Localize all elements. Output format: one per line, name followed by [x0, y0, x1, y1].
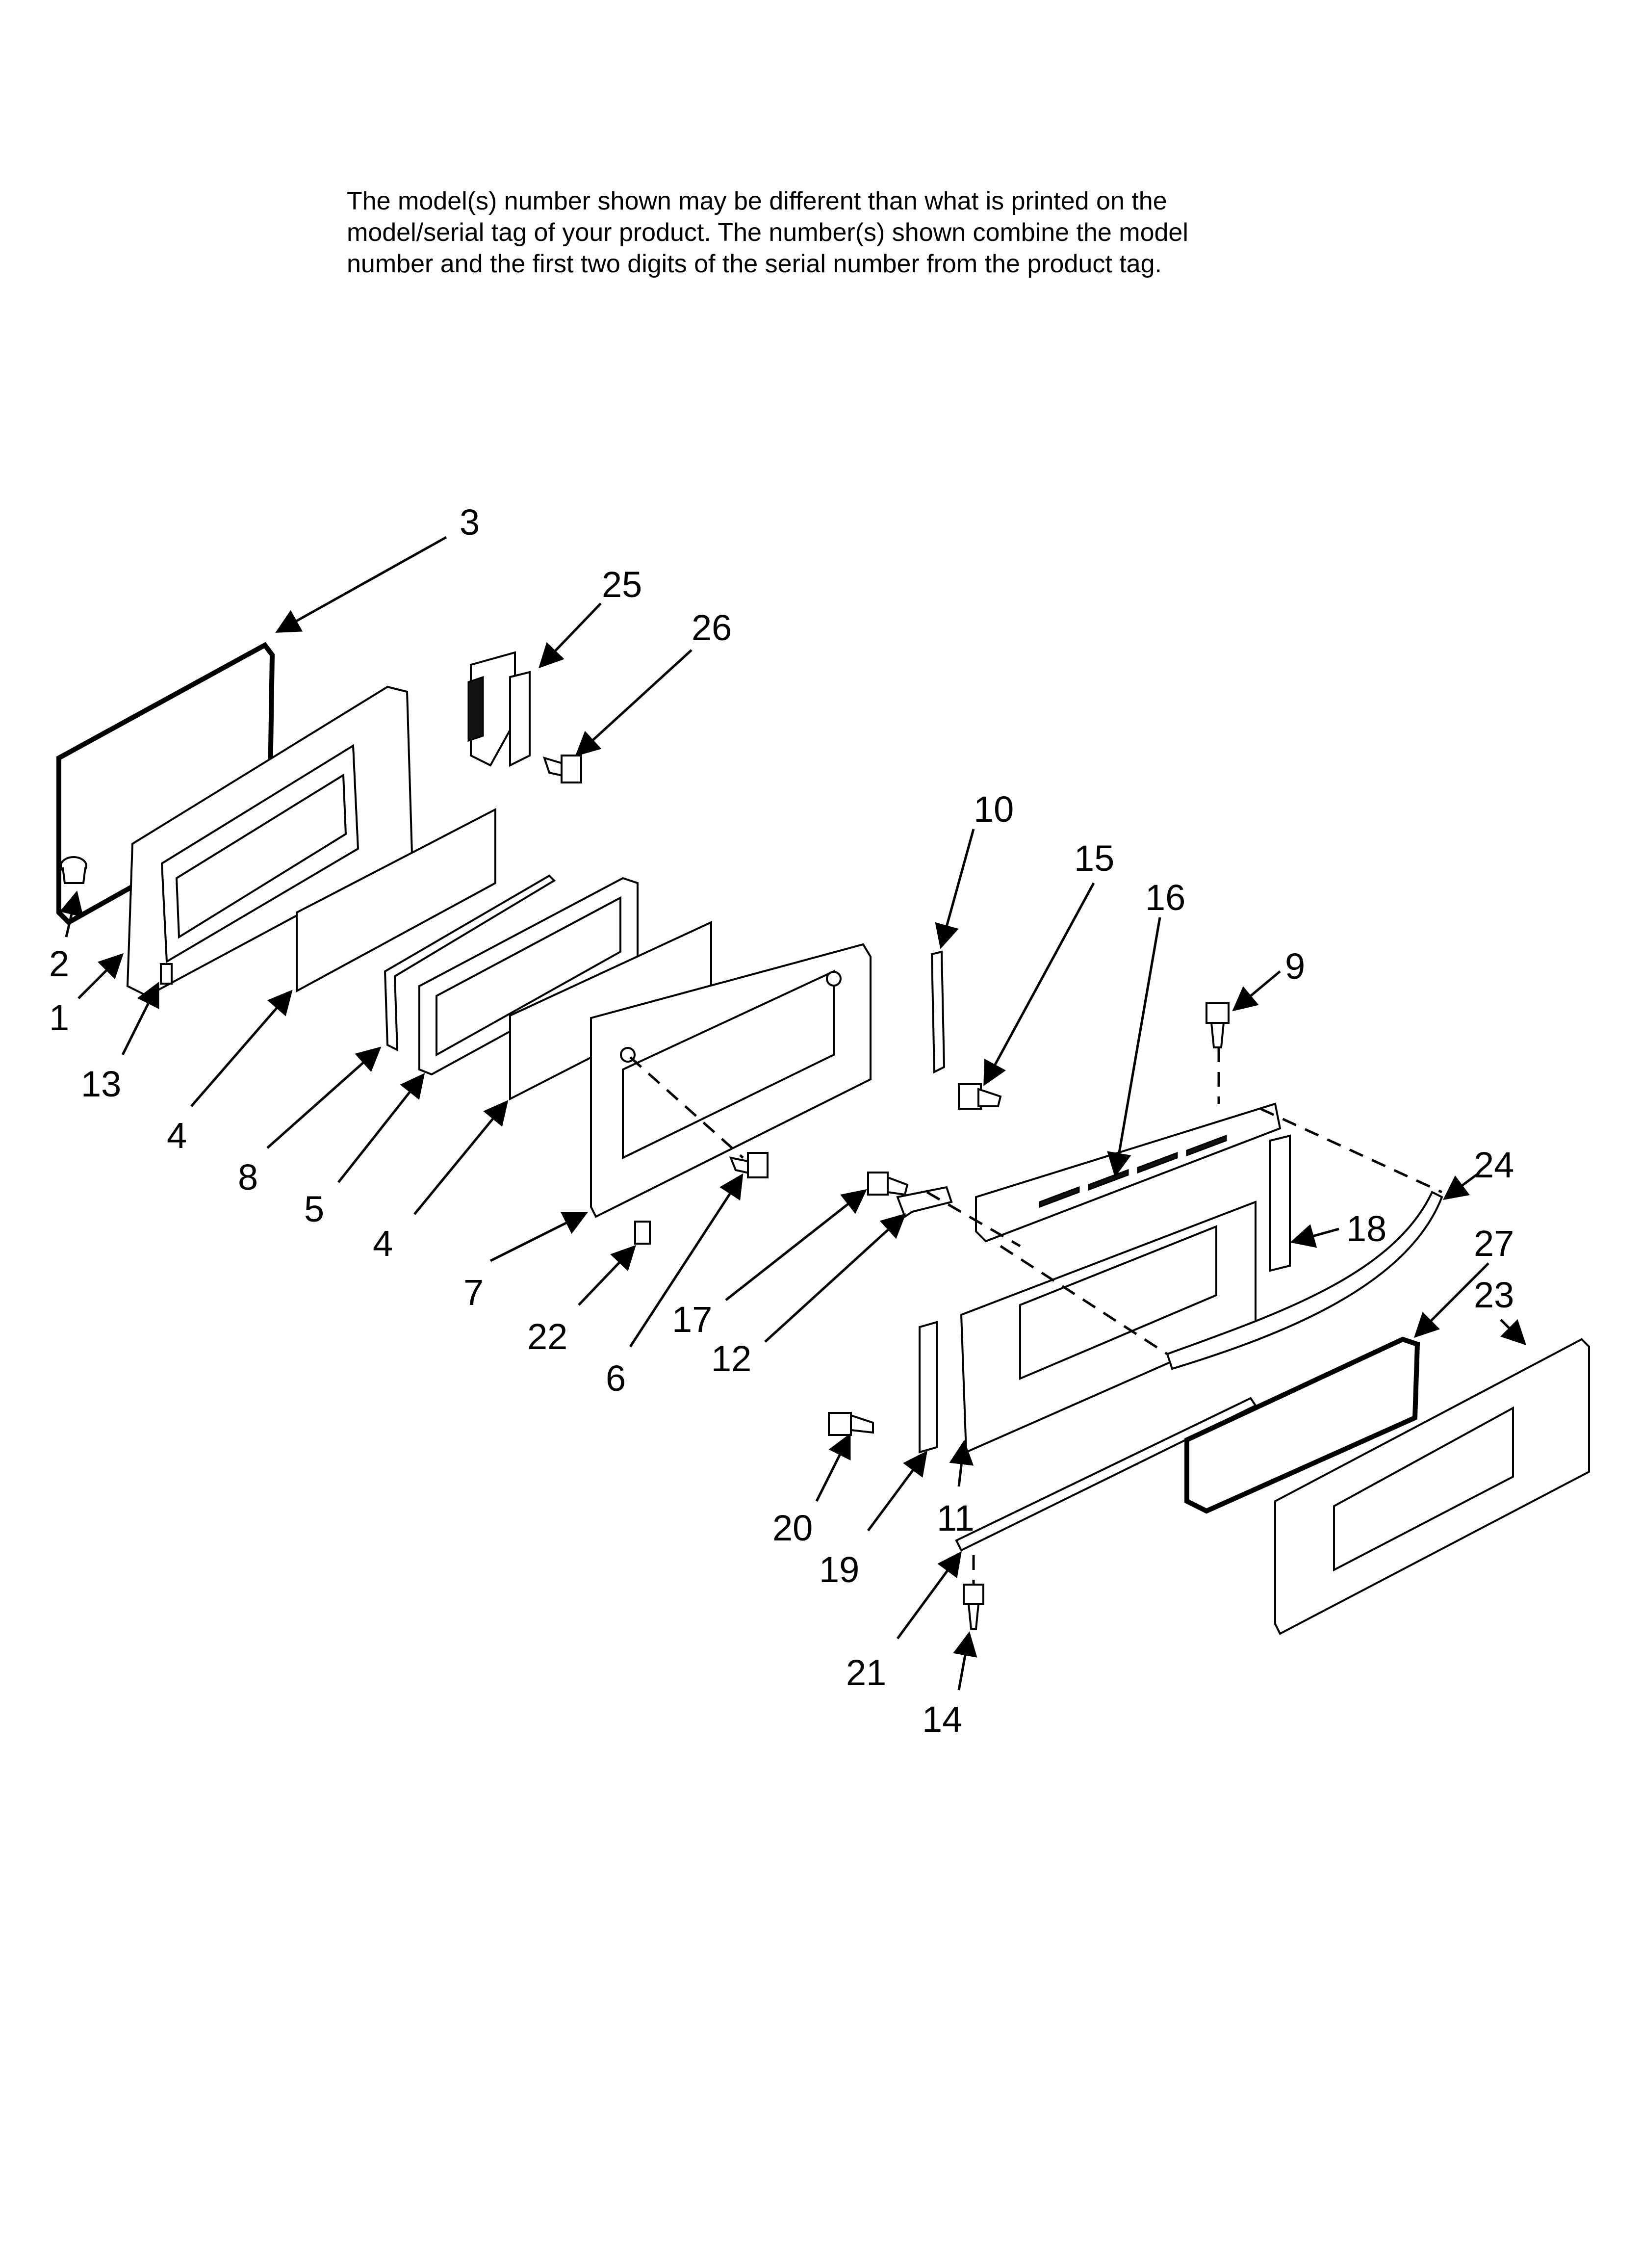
side-rail-part-19: [919, 1321, 938, 1454]
callout-20: 20: [772, 1508, 813, 1548]
callout-8: 8: [238, 1157, 258, 1198]
screw-part-6: [729, 1152, 769, 1178]
callout-5: 5: [304, 1189, 324, 1229]
glass-panel-part-4: [296, 808, 496, 993]
note-line-2: model/serial tag of your product. The nu…: [347, 218, 1188, 247]
screw-part-15: [958, 1083, 1002, 1110]
handle-part-24: [1166, 1191, 1443, 1370]
spacer-part-8: [384, 874, 556, 1052]
callout-25: 25: [602, 564, 642, 605]
callout-21: 21: [846, 1652, 886, 1693]
screw-part-26: [542, 755, 582, 783]
callout-9: 9: [1285, 946, 1305, 987]
model-number-note: The model(s) number shown may be differe…: [347, 185, 1352, 280]
drawer-panel-part-11: [960, 1200, 1257, 1454]
callout-18: 18: [1346, 1208, 1386, 1249]
callout-19: 19: [819, 1549, 859, 1590]
callout-3: 3: [460, 502, 480, 543]
clip-part-22: [634, 1221, 651, 1245]
callout-27: 27: [1474, 1223, 1514, 1264]
note-line-1: The model(s) number shown may be differe…: [347, 187, 1167, 215]
callout-22: 22: [527, 1316, 567, 1357]
callout-13: 13: [81, 1064, 121, 1104]
callout-4b: 4: [373, 1223, 393, 1264]
callout-4a: 4: [167, 1115, 187, 1156]
bumper-part-2: [60, 856, 87, 884]
screw-part-20: [828, 1412, 874, 1436]
slide-part-10: [930, 950, 946, 1074]
callout-16: 16: [1145, 877, 1185, 918]
callout-17: 17: [672, 1299, 712, 1340]
screw-part-17: [867, 1172, 909, 1196]
callout-2: 2: [49, 943, 69, 984]
screw-part-14: [963, 1584, 984, 1630]
inner-door-liner-part-1: [126, 685, 413, 997]
clip-part-13: [160, 963, 173, 985]
callout-10: 10: [974, 789, 1014, 830]
side-rail-part-18: [1269, 1134, 1291, 1272]
callout-26: 26: [692, 607, 732, 648]
callout-6: 6: [606, 1358, 626, 1399]
outer-drawer-front-part-23: [1274, 1338, 1590, 1635]
callout-14: 14: [922, 1699, 962, 1740]
gasket-part-27: [1184, 1336, 1420, 1514]
callout-12: 12: [711, 1338, 751, 1379]
inner-panel-part-7: [590, 943, 872, 1218]
callout-7: 7: [463, 1272, 484, 1313]
hinge-part-25: [467, 651, 531, 767]
callout-1: 1: [49, 997, 69, 1038]
callout-15: 15: [1074, 838, 1114, 879]
callout-24: 24: [1474, 1145, 1514, 1185]
callout-23: 23: [1474, 1275, 1514, 1315]
note-line-3: number and the first two digits of the s…: [347, 250, 1162, 278]
callout-11: 11: [937, 1498, 975, 1538]
screw-part-9: [1206, 1002, 1230, 1048]
